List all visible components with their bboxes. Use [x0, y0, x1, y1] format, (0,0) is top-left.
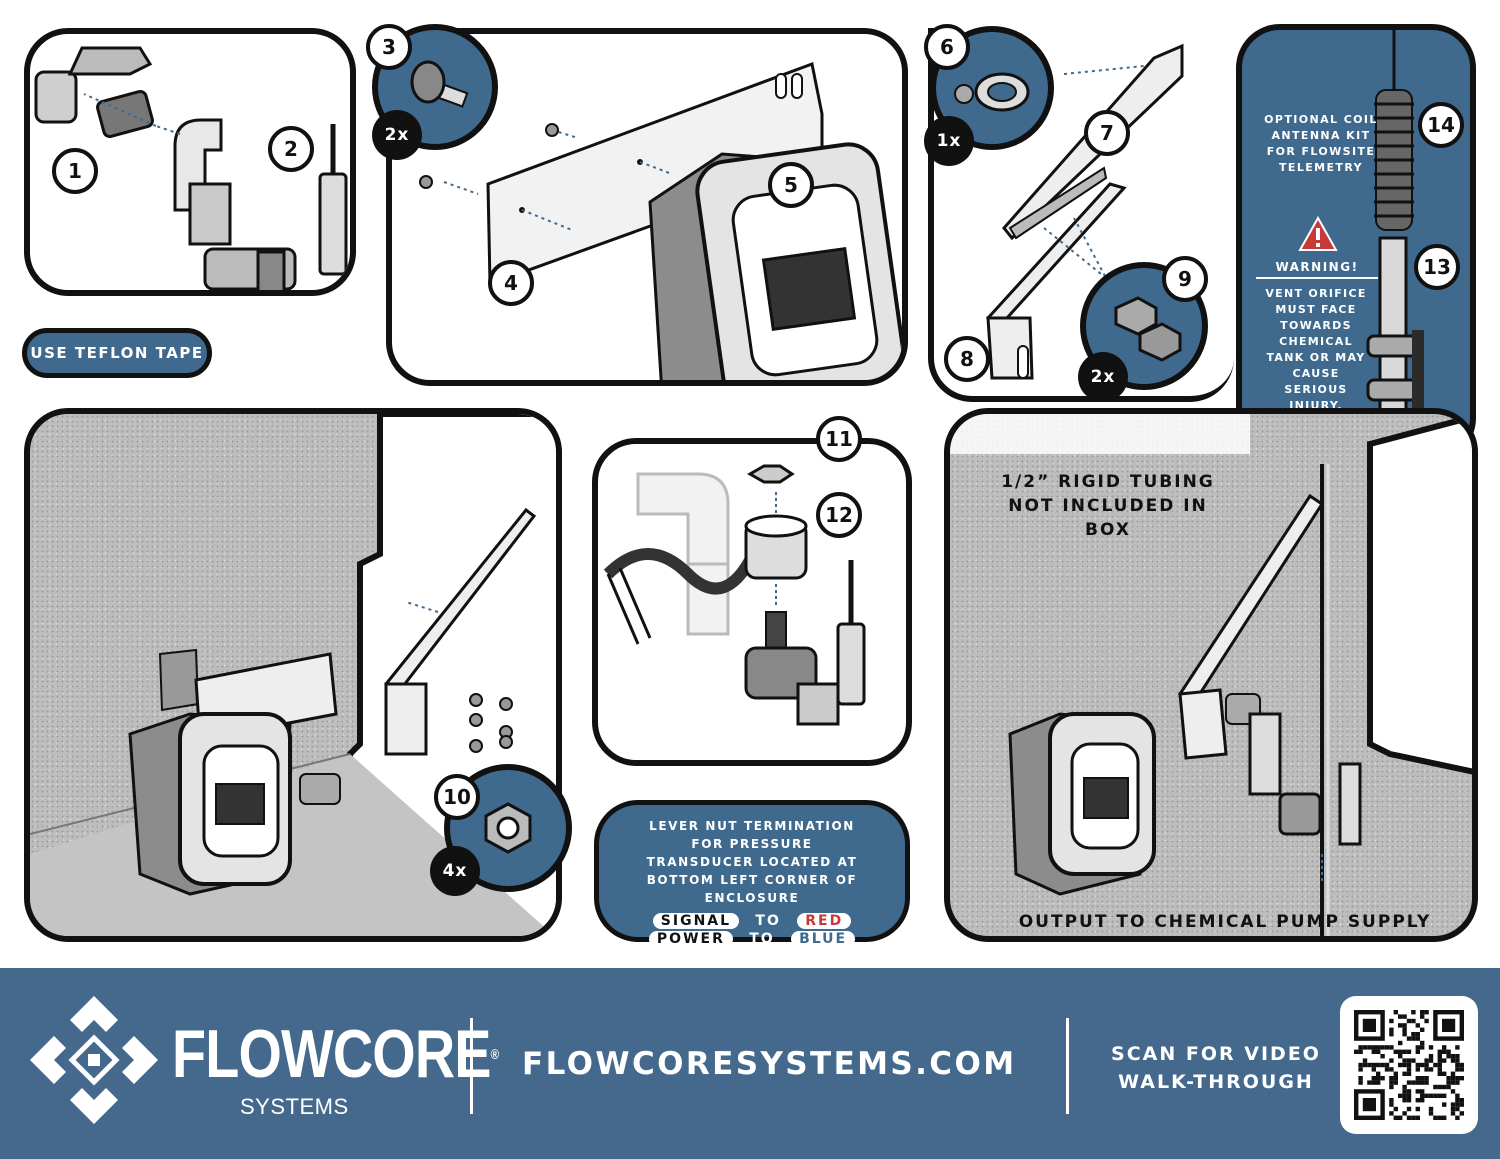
- scan-prompt: SCAN FOR VIDEO WALK-THROUGH: [1111, 1043, 1321, 1093]
- bracket-illustration: [419, 61, 902, 380]
- lever-nut-note: LEVER NUT TERMINATION FOR PRESSURE TRANS…: [594, 800, 910, 947]
- screw-icon: [410, 60, 469, 108]
- callout-9: 9: [1162, 256, 1208, 302]
- callout-13: 13: [1414, 244, 1460, 290]
- step-panel-final-install: 1/2” RIGID TUBING NOT INCLUDED IN BOX OU…: [944, 408, 1478, 942]
- qr-code-image: [1354, 1010, 1464, 1120]
- output-note: OUTPUT TO CHEMICAL PUMP SUPPLY: [1018, 912, 1432, 932]
- teflon-tape-note: USE TEFLON TAPE: [22, 328, 212, 378]
- lever-nut-text: LEVER NUT TERMINATION FOR PRESSURE TRANS…: [646, 819, 858, 905]
- flowcore-logo-icon: [30, 996, 158, 1124]
- warning-heading: WARNING!: [1256, 260, 1378, 279]
- website-link[interactable]: FLOWCORESYSTEMS.COM: [522, 1046, 1017, 1082]
- power-tag: POWER: [648, 931, 733, 947]
- to-label-1: TO: [755, 913, 781, 929]
- callout-4: 4: [488, 260, 534, 306]
- callout-12: 12: [816, 492, 862, 538]
- blue-tag: BLUE: [791, 931, 856, 947]
- wall-mount-illustration: [30, 414, 556, 936]
- qty-10: 4x: [430, 846, 480, 896]
- qty-9: 2x: [1078, 352, 1128, 402]
- warning-icon: [1298, 216, 1338, 251]
- fittings-illustration: [34, 46, 348, 290]
- step-panel-fittings: 1 2: [24, 28, 356, 296]
- divider-1: [470, 1018, 473, 1114]
- callout-10: 10: [434, 774, 480, 820]
- step-panel-wall-mount: [24, 408, 562, 942]
- qty-6: 1x: [924, 116, 974, 166]
- signal-row: SIGNAL TO RED: [652, 913, 852, 929]
- antenna-kit-label: OPTIONAL COIL ANTENNA KIT FOR FLOWSITE T…: [1264, 113, 1378, 174]
- callout-1: 1: [52, 148, 98, 194]
- pipe-clamp-icon: [954, 72, 1030, 112]
- callout-14: 14: [1418, 102, 1464, 148]
- final-install-illustration: [950, 414, 1472, 936]
- nut-icon: [484, 802, 532, 854]
- divider-2: [1066, 1018, 1069, 1114]
- signal-tag: SIGNAL: [652, 913, 740, 929]
- tubing-note: 1/2” RIGID TUBING NOT INCLUDED IN BOX: [1001, 472, 1215, 540]
- brand-subname: SYSTEMS: [240, 1094, 349, 1119]
- registered-mark: ®: [490, 1046, 499, 1062]
- callout-8: 8: [944, 336, 990, 382]
- callout-2: 2: [268, 126, 314, 172]
- qty-3: 2x: [372, 110, 422, 160]
- antenna-panel: OPTIONAL COIL ANTENNA KIT FOR FLOWSITE T…: [1236, 24, 1476, 462]
- callout-11: 11: [816, 416, 862, 462]
- footer-bar: FLOWCORE® SYSTEMS FLOWCORESYSTEMS.COM SC…: [0, 968, 1500, 1159]
- solenoid-illustration: [603, 464, 866, 726]
- callout-6: 6: [924, 24, 970, 70]
- callout-5: 5: [768, 162, 814, 208]
- red-tag: RED: [797, 913, 852, 929]
- callout-7: 7: [1084, 110, 1130, 156]
- to-label-2: TO: [749, 931, 775, 947]
- callout-3: 3: [366, 24, 412, 70]
- brand-wordmark: FLOWCORE: [172, 1016, 491, 1092]
- brand-name: FLOWCORE®: [172, 1020, 499, 1088]
- bolt-nut-icon: [1114, 296, 1182, 362]
- qr-code[interactable]: [1340, 996, 1478, 1134]
- warning-body: VENT ORIFICE MUST FACE TOWARDS CHEMICAL …: [1265, 287, 1367, 412]
- step-panel-solenoid: [592, 438, 912, 766]
- power-row: POWER TO BLUE: [648, 931, 856, 947]
